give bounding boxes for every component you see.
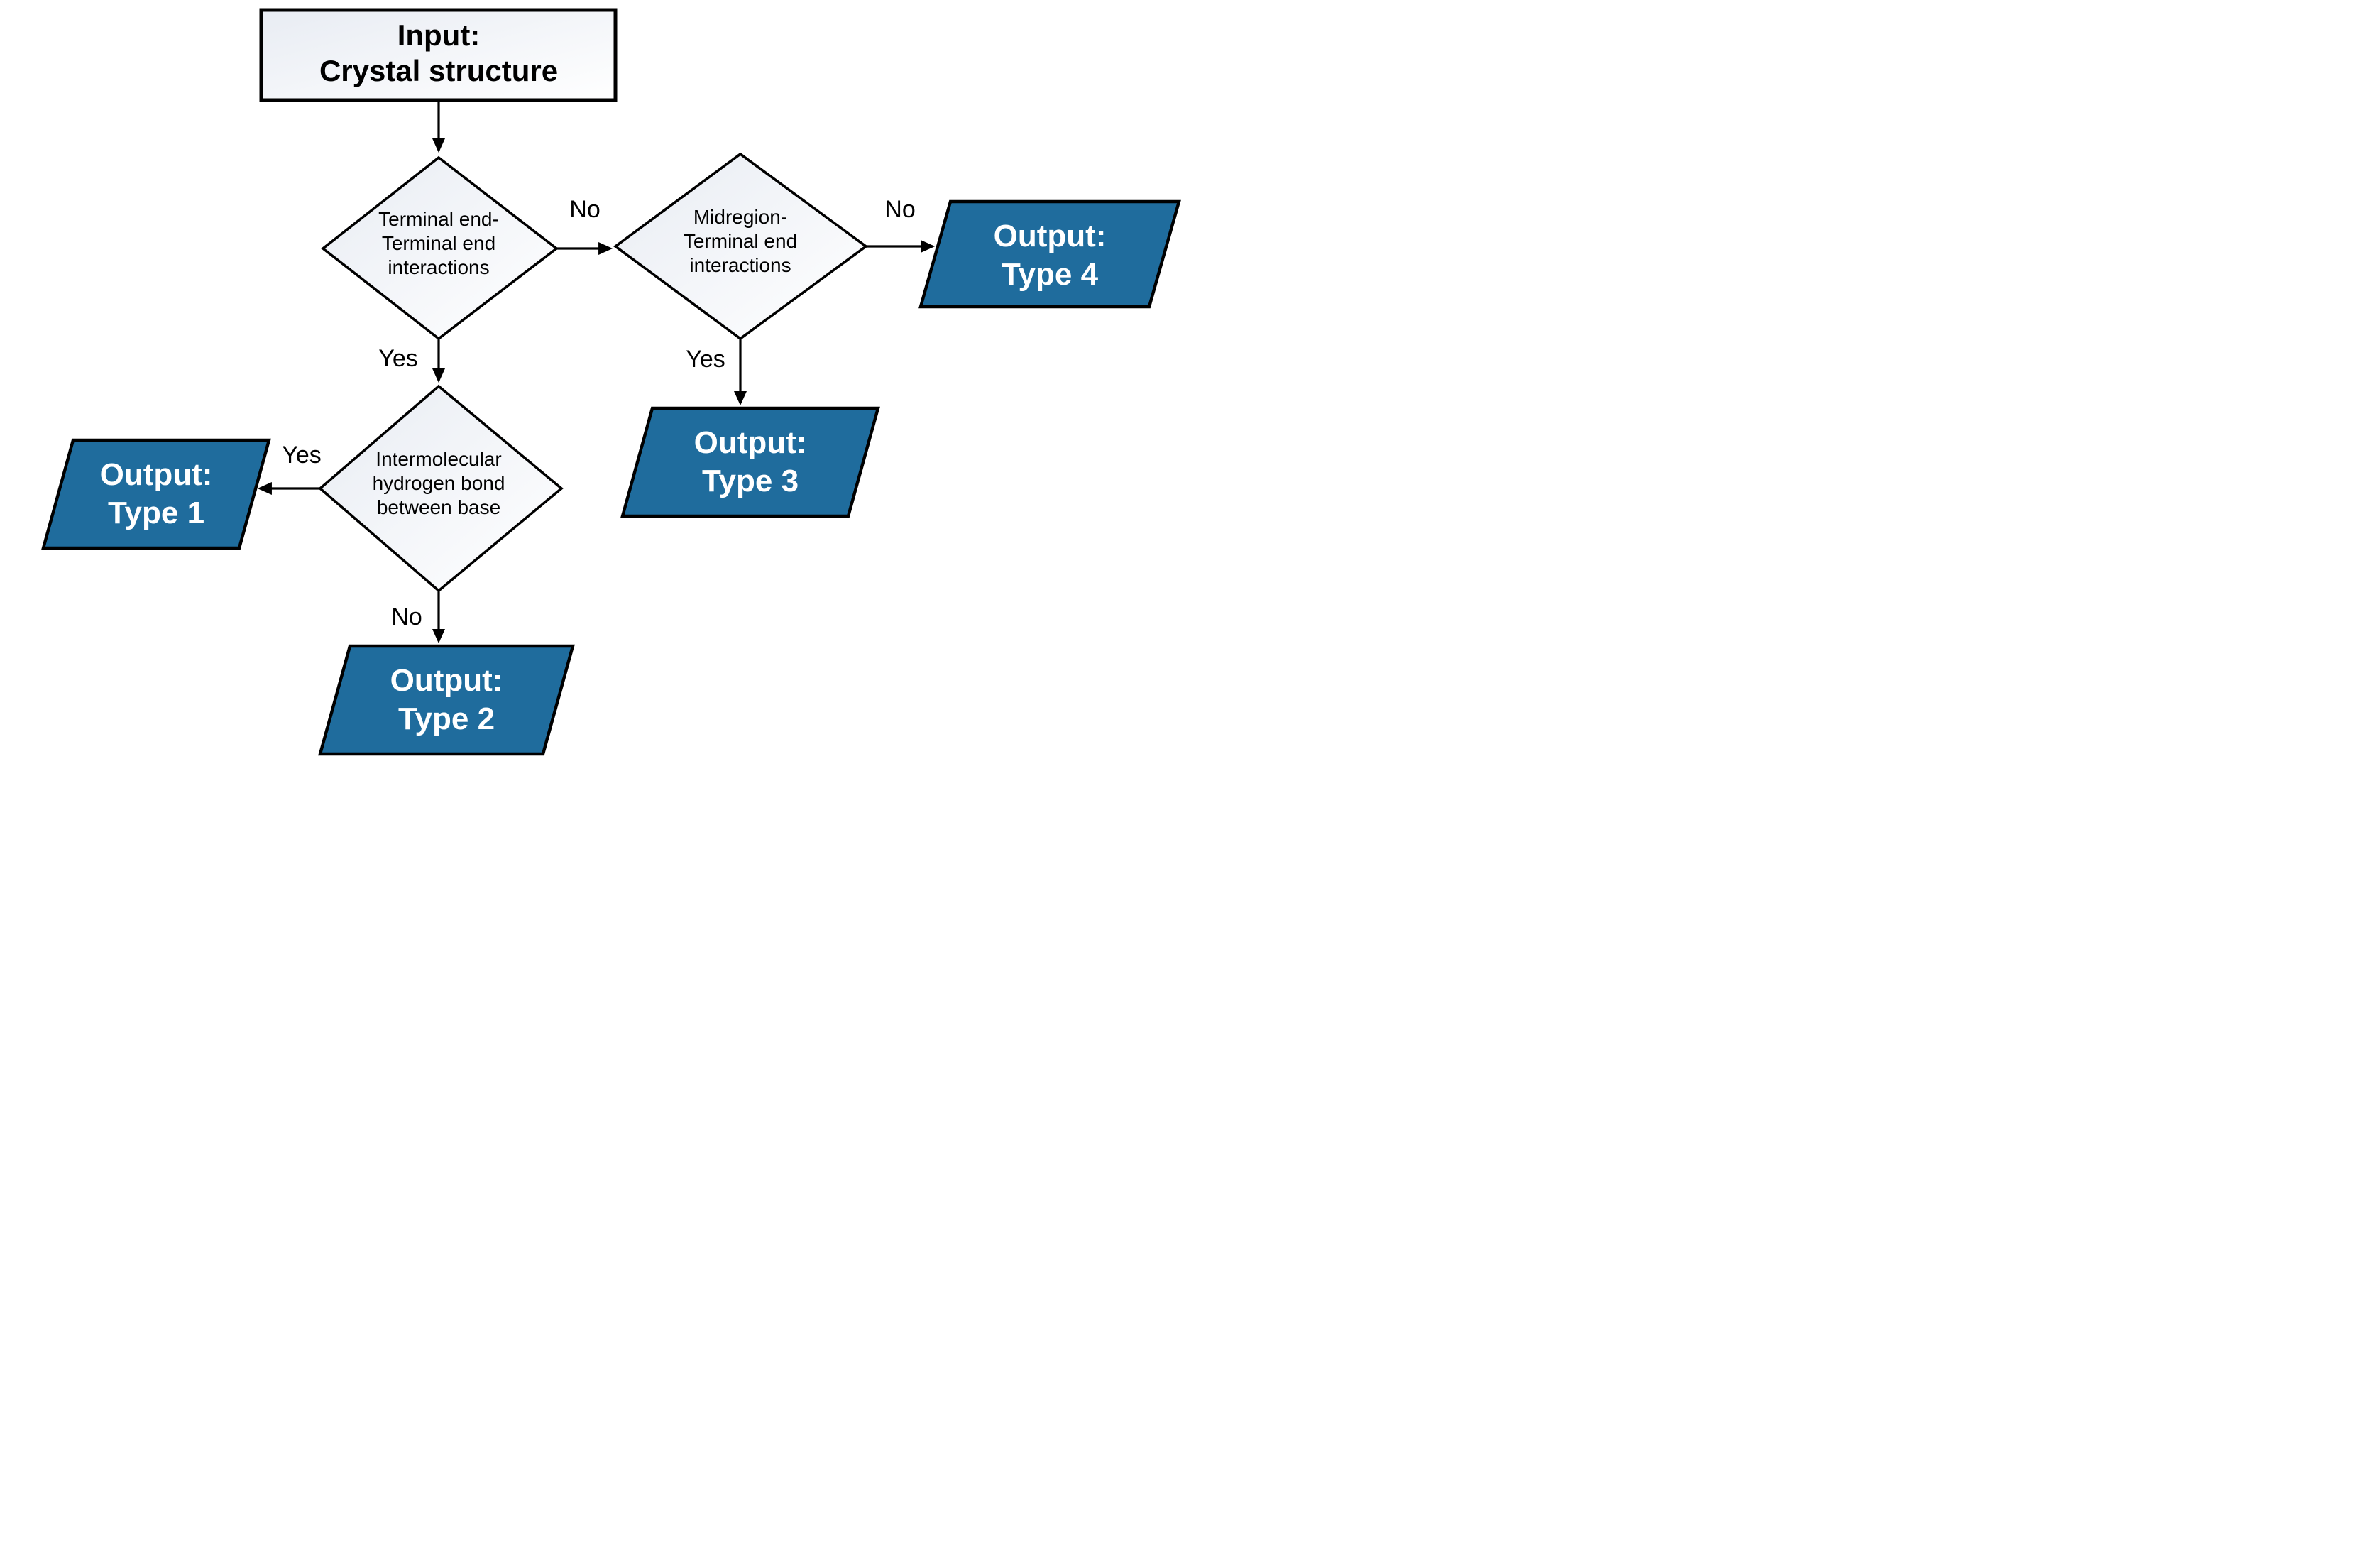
output-label: Type 2 xyxy=(398,701,495,736)
decision-label: Terminal end xyxy=(382,232,495,254)
output-type-2-shape xyxy=(318,644,575,756)
output-label: Type 4 xyxy=(1002,257,1099,292)
edge-label-no: No xyxy=(884,196,915,223)
hydrogen-bond-decision-shape xyxy=(318,384,564,593)
output-label: Output: xyxy=(100,457,213,492)
flowchart: No Yes No Yes Yes No Input: Crystal stru… xyxy=(41,8,1181,756)
edge-label-yes: Yes xyxy=(686,346,725,373)
terminal-end-decision-shape xyxy=(321,155,559,341)
edge-label-yes: Yes xyxy=(378,345,417,372)
flowchart-canvas: No Yes No Yes Yes No Input: Crystal stru… xyxy=(0,0,1190,774)
input-node: Input: Crystal structure xyxy=(259,8,618,102)
midregion-decision-node: Midregion- Terminal end interactions xyxy=(613,152,869,341)
output-type-4-node: Output: Type 4 xyxy=(918,199,1181,309)
output-label: Type 1 xyxy=(108,496,204,530)
decision-label: Intermolecular xyxy=(375,448,501,470)
terminal-end-decision-node: Terminal end- Terminal end interactions xyxy=(321,155,559,341)
decision-label: Midregion- xyxy=(693,206,787,228)
output-type-2-node: Output: Type 2 xyxy=(318,644,575,756)
decision-label: hydrogen bond xyxy=(373,472,505,494)
input-node-label: Crystal structure xyxy=(319,54,558,87)
hydrogen-bond-decision-node: Intermolecular hydrogen bond between bas… xyxy=(318,384,564,593)
input-node-label: Input: xyxy=(397,18,481,52)
output-label: Type 3 xyxy=(702,464,799,498)
output-type-3-node: Output: Type 3 xyxy=(620,406,880,518)
output-type-3-shape xyxy=(620,406,880,518)
decision-label: interactions xyxy=(388,256,489,278)
input-node-shape xyxy=(259,8,618,102)
output-type-1-node: Output: Type 1 xyxy=(41,438,271,550)
output-type-1-shape xyxy=(41,438,271,550)
decision-label: Terminal end- xyxy=(378,208,499,230)
output-label: Output: xyxy=(694,425,807,460)
output-label: Output: xyxy=(994,219,1107,253)
edge-label-no: No xyxy=(569,196,600,223)
decision-label: between base xyxy=(377,496,500,518)
midregion-decision-shape xyxy=(613,152,869,341)
edge-label-yes: Yes xyxy=(282,442,321,469)
edge-label-no: No xyxy=(391,603,422,630)
output-label: Output: xyxy=(390,663,503,698)
decision-label: Terminal end xyxy=(684,230,797,252)
output-type-4-shape xyxy=(918,199,1181,309)
decision-label: interactions xyxy=(689,254,791,276)
